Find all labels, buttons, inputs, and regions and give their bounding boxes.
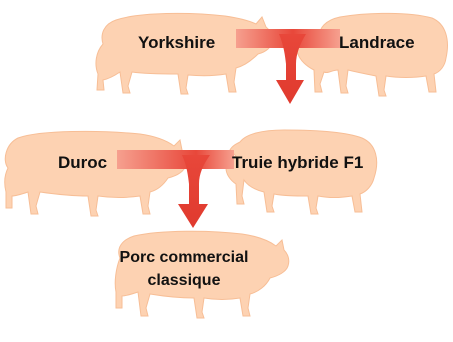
label-commercial-line1: Porc commercial: [120, 249, 249, 266]
pig-icon-yorkshire: [96, 13, 272, 94]
label-commercial-line2: classique: [148, 272, 221, 289]
pig-icon-duroc: [5, 131, 187, 216]
label-yorkshire: Yorkshire: [138, 33, 215, 52]
label-hybrid-sow: Truie hybride F1: [232, 153, 363, 172]
pig-icon-landrace: [297, 13, 447, 96]
label-landrace: Landrace: [339, 33, 415, 52]
pig-icon-hybrid-sow: [226, 130, 377, 214]
label-duroc: Duroc: [58, 153, 107, 172]
